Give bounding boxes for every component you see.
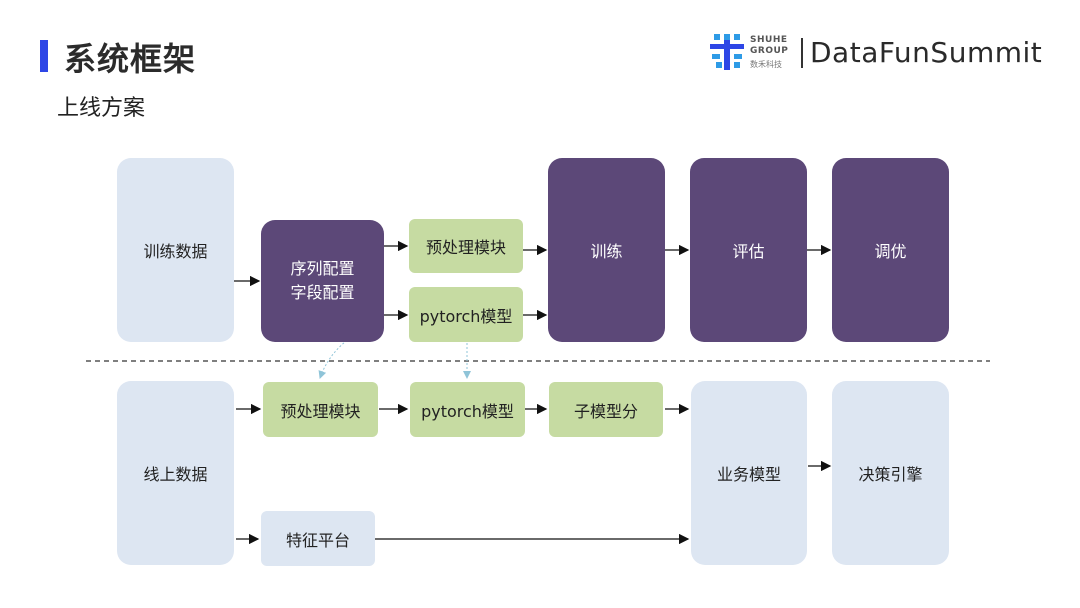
tune-box: 调优: [832, 158, 949, 342]
feature-platform-box: 特征平台: [261, 511, 375, 566]
logo-area: SHUHE GROUP 数禾科技 DataFunSummit: [708, 30, 1058, 78]
logo-line1: SHUHE: [750, 35, 788, 45]
training-data-box: 训练数据: [117, 158, 234, 342]
business-model-box: 业务模型: [691, 381, 807, 565]
page-subtitle: 上线方案: [57, 96, 146, 121]
shuhe-logo-icon: [710, 34, 744, 70]
train-box: 训练: [548, 158, 665, 342]
training-preprocess-box: 预处理模块: [409, 219, 523, 273]
online-model-box: pytorch模型: [410, 382, 525, 437]
evaluate-box: 评估: [690, 158, 807, 342]
logo-line2: GROUP: [750, 46, 789, 56]
logo-brand: DataFunSummit: [810, 36, 1043, 69]
online-preprocess-box: 预处理模块: [263, 382, 378, 437]
config-line2: 字段配置: [290, 283, 355, 302]
online-data-box: 线上数据: [117, 381, 234, 565]
logo-text-cn: 数禾科技: [750, 60, 782, 69]
config-box: 序列配置 字段配置: [261, 220, 384, 342]
training-model-box: pytorch模型: [409, 287, 523, 342]
config-line1: 序列配置: [290, 259, 355, 278]
submodel-score-box: 子模型分: [549, 382, 663, 437]
page-title: 系统框架: [64, 40, 197, 78]
title-accent-bar: [40, 40, 48, 72]
logo-text-en: SHUHE GROUP: [750, 35, 788, 57]
decision-engine-box: 决策引擎: [832, 381, 949, 565]
logo-separator: [801, 38, 803, 68]
